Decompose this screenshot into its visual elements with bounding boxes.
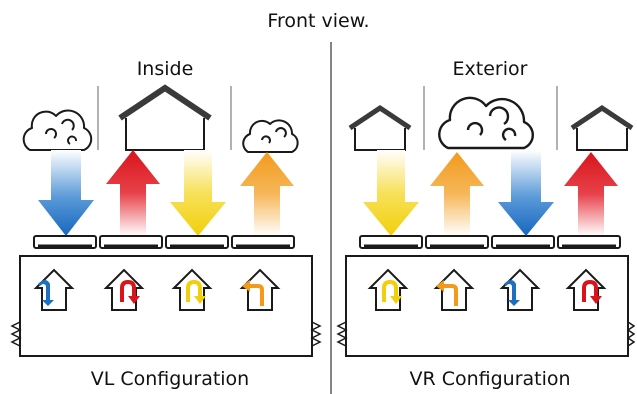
page-title: Front view. — [267, 10, 370, 32]
hot-extract-arrow-up — [240, 152, 294, 236]
warm-supply-arrow-down — [170, 150, 226, 236]
cold-air-arrow-down — [498, 150, 554, 236]
vl-configuration-caption: VL Configuration — [90, 368, 250, 390]
warm-supply-arrow-down — [363, 150, 419, 236]
house-flow-icon — [565, 268, 607, 311]
house-flow-icon — [103, 268, 145, 311]
house-flow-icon — [239, 268, 281, 311]
hot-extract-arrow-up — [430, 152, 484, 236]
spring-icon — [310, 321, 322, 347]
house-icon — [570, 104, 634, 151]
house-flow-icon — [433, 268, 475, 311]
cold-air-arrow-down — [38, 150, 94, 236]
exterior-label: Exterior — [452, 58, 528, 80]
house-icon — [118, 84, 212, 151]
inside-label: Inside — [136, 58, 194, 80]
spring-icon — [336, 321, 348, 347]
cloud-icon — [242, 119, 299, 153]
house-flow-icon — [499, 268, 541, 311]
house-flow-icon — [33, 268, 75, 311]
vr-configuration-caption: VR Configuration — [409, 368, 571, 390]
spring-icon — [10, 321, 22, 347]
warm-air-arrow-up — [564, 152, 618, 236]
cloud-icon — [438, 96, 534, 150]
spring-icon — [626, 321, 636, 347]
house-flow-icon — [367, 268, 409, 311]
house-icon — [348, 104, 412, 151]
house-flow-icon — [171, 268, 213, 311]
cloud-icon — [22, 109, 93, 151]
warm-air-arrow-up — [106, 150, 160, 236]
